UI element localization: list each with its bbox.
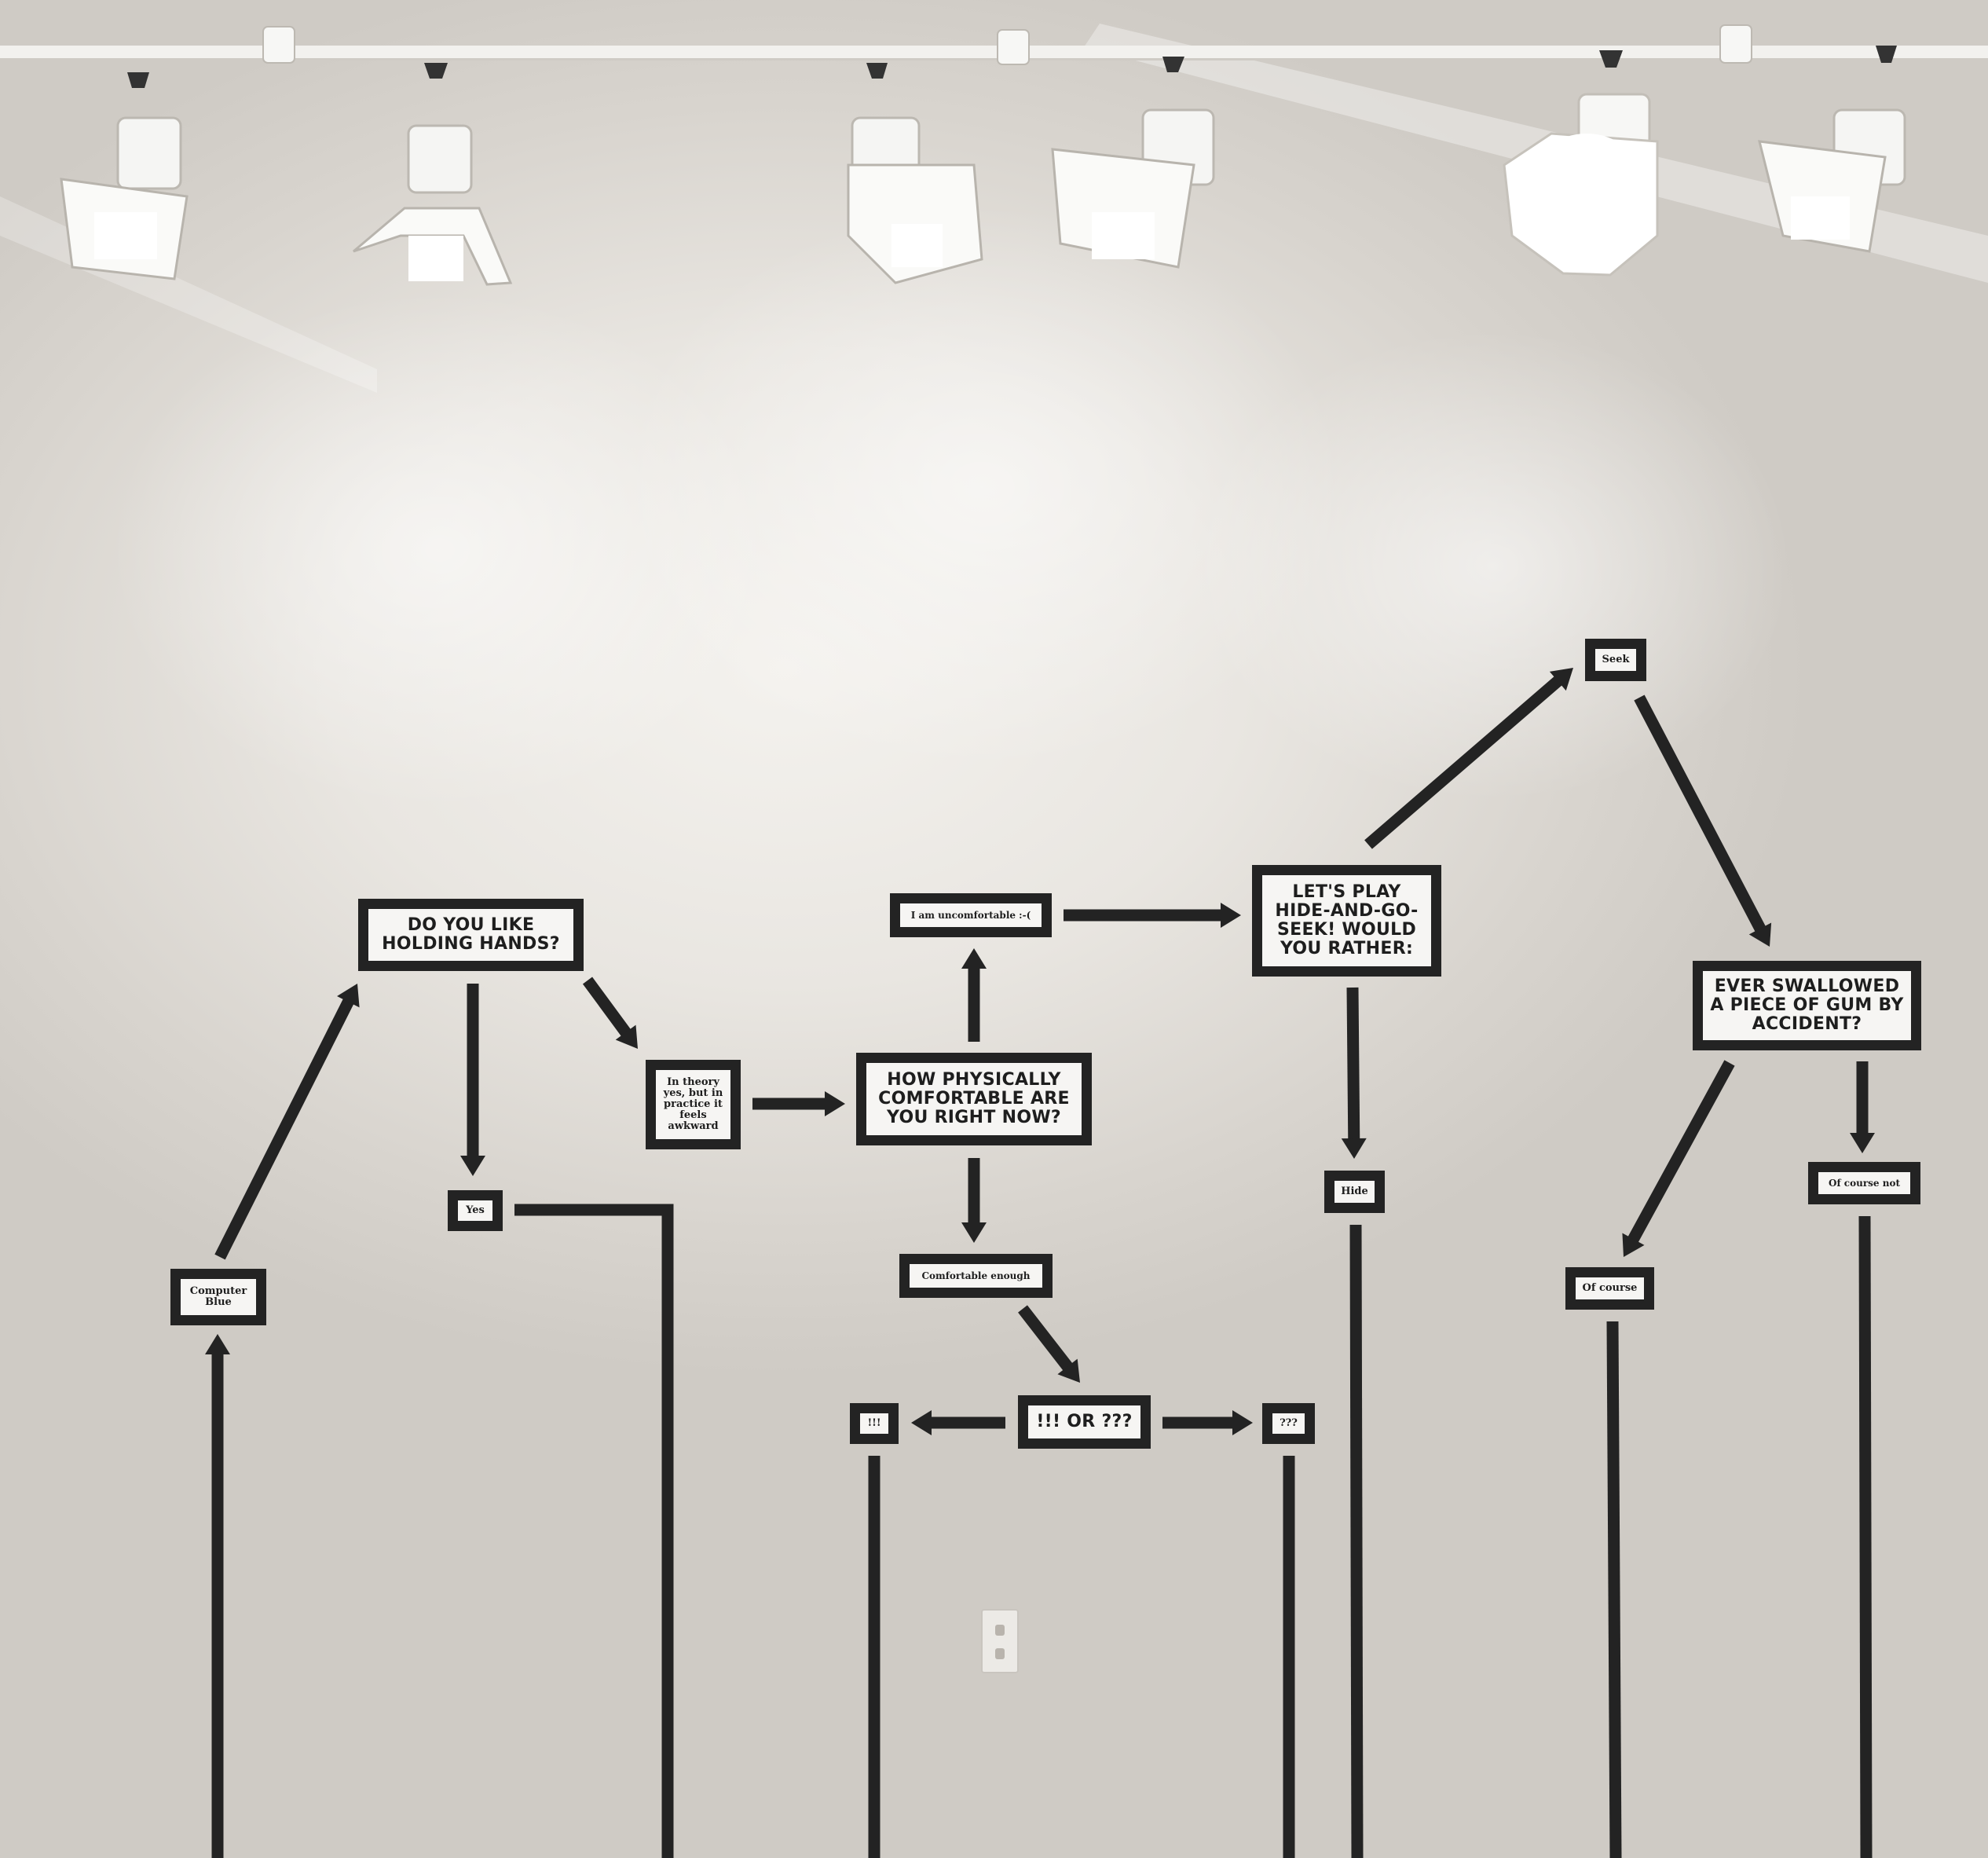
connector-computer-blue-up-arrowhead (205, 1334, 230, 1354)
node-label: Hide (1341, 1186, 1368, 1197)
node-label: Computer Blue (189, 1285, 247, 1308)
connector-in-theory-to-comfortable-arrowhead (825, 1091, 845, 1116)
spotlight-icon (60, 72, 189, 280)
node-i-am-uncomfortable: I am uncomfortable :-( (890, 893, 1052, 937)
spotlight-icon (847, 63, 983, 284)
node-lets-play: LET'S PLAY HIDE-AND-GO-SEEK! WOULD YOU R… (1252, 865, 1441, 977)
connector-lets-play-to-hide (1346, 987, 1360, 1142)
node-label: Of course (1582, 1282, 1638, 1294)
spotlight-icon (1758, 46, 1906, 253)
connector-lets-play-to-seek (1364, 674, 1565, 849)
node-hide: Hide (1324, 1171, 1385, 1213)
node-label: !!! (867, 1417, 881, 1429)
connector-gum-to-of-course (1626, 1060, 1735, 1245)
node-yes: Yes (448, 1190, 503, 1231)
connector-seek-to-gum-arrowhead (1748, 922, 1772, 947)
connector-computer-blue-to-hands-arrowhead (337, 984, 360, 1008)
connector-or-to-question-arrowhead (1232, 1410, 1253, 1435)
node-in-theory: In theory yes, but in practice it feels … (646, 1060, 741, 1149)
connector-seek-to-gum (1634, 694, 1767, 934)
connector-hands-to-yes-arrowhead (460, 1156, 485, 1176)
connector-comfortable-to-uncomfortable-arrowhead (961, 948, 987, 969)
node-label: Comfortable enough (921, 1270, 1031, 1281)
track-lighting (0, 24, 1988, 286)
spotlight-icon (1503, 50, 1659, 277)
connector-hands-to-in-theory (582, 977, 633, 1039)
connector-hide-down (1349, 1224, 1364, 1858)
connector-enough-to-or-arrowhead (1057, 1358, 1080, 1383)
electrical-outlet-icon (981, 1609, 1019, 1673)
node-label: LET'S PLAY HIDE-AND-GO-SEEK! WOULD YOU R… (1275, 882, 1419, 958)
node-seek: Seek (1585, 639, 1646, 681)
node-of-course: Of course (1565, 1267, 1654, 1310)
connector-lets-play-to-hide-arrowhead (1341, 1138, 1367, 1159)
node-of-course-not: Of course not (1808, 1162, 1920, 1204)
connector-uncomfortable-to-lets-play-arrowhead (1221, 903, 1241, 928)
node-do-you-like-holding-hands: DO YOU LIKE HOLDING HANDS? (358, 899, 584, 971)
node-exclaim: !!! (850, 1403, 899, 1444)
node-label: DO YOU LIKE HOLDING HANDS? (382, 915, 560, 954)
connector-hands-to-in-theory-arrowhead (615, 1024, 638, 1049)
node-label: Of course not (1829, 1177, 1900, 1189)
connector-computer-blue-to-hands (214, 996, 355, 1260)
connector-comfortable-to-enough-arrowhead (961, 1222, 987, 1243)
node-label: HOW PHYSICALLY COMFORTABLE ARE YOU RIGHT… (878, 1070, 1070, 1127)
connector-gum-to-of-course-arrowhead (1622, 1233, 1645, 1257)
node-label: EVER SWALLOWED A PIECE OF GUM BY ACCIDEN… (1710, 977, 1904, 1034)
node-label: In theory yes, but in practice it feels … (663, 1076, 723, 1132)
node-label: Seek (1602, 654, 1630, 665)
node-exclaim-or-question: !!! OR ??? (1018, 1395, 1151, 1449)
node-label: ??? (1280, 1417, 1298, 1429)
spotlight-icon (1051, 57, 1215, 269)
node-label: !!! OR ??? (1036, 1412, 1133, 1431)
connector-or-to-exclaim-arrowhead (911, 1410, 932, 1435)
node-question: ??? (1262, 1403, 1315, 1444)
node-label: Yes (466, 1204, 485, 1216)
node-computer-blue: Computer Blue (170, 1269, 266, 1325)
connector-of-course-not-down (1858, 1215, 1873, 1858)
node-comfortable-enough: Comfortable enough (899, 1254, 1053, 1298)
connector-yes-down (514, 1204, 674, 1858)
node-label: I am uncomfortable :-( (910, 909, 1031, 921)
connector-gum-to-of-course-not-arrowhead (1850, 1133, 1875, 1153)
connector-enough-to-or (1018, 1305, 1075, 1373)
node-ever-swallowed-gum: EVER SWALLOWED A PIECE OF GUM BY ACCIDEN… (1693, 961, 1921, 1050)
spotlight-icon (353, 63, 513, 286)
connector-lets-play-to-seek-arrowhead (1549, 668, 1573, 691)
connector-of-course-down (1606, 1321, 1622, 1858)
node-how-physically-comfortable: HOW PHYSICALLY COMFORTABLE ARE YOU RIGHT… (856, 1053, 1092, 1145)
